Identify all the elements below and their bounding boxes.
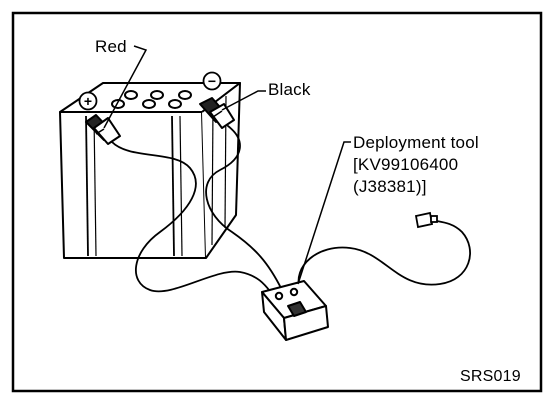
battery-rib <box>93 115 97 257</box>
label-black: Black <box>268 80 311 99</box>
cell-cap <box>124 90 138 100</box>
red-lead <box>111 141 275 297</box>
negative-symbol-ring <box>202 71 222 91</box>
leader-black <box>221 90 266 111</box>
cell-cap <box>168 99 182 109</box>
cell-cap <box>142 99 156 109</box>
negative-symbol: − <box>208 73 216 89</box>
battery <box>59 82 241 259</box>
cell-cap <box>150 90 164 100</box>
label-tool-name: Deployment tool <box>353 133 479 152</box>
black-clamp-body <box>209 103 235 129</box>
positive-symbol: + <box>84 93 92 109</box>
label-deployment-tool: Deployment tool [KV99106400 (J38381)] <box>353 132 479 198</box>
label-red: Red <box>95 37 127 56</box>
cable-plug <box>414 211 438 229</box>
tool-lamp <box>289 287 299 297</box>
plug-tip <box>430 215 438 223</box>
negative-terminal-symbol: − <box>202 71 222 91</box>
label-tool-part-number: [KV99106400 <box>353 155 459 174</box>
red-clamp-grip <box>95 128 105 135</box>
positive-symbol-ring <box>78 91 98 111</box>
plug-body <box>414 211 434 229</box>
tool-output-cable <box>297 219 471 291</box>
figure-frame <box>11 11 543 393</box>
battery-rib <box>85 115 89 257</box>
black-clamp <box>199 97 235 129</box>
figure-code: SRS019 <box>460 368 521 385</box>
battery-rib <box>179 115 183 257</box>
red-clamp <box>85 114 121 145</box>
red-clamp-body <box>93 117 121 145</box>
battery-rib <box>171 115 175 257</box>
cell-cap <box>178 90 192 100</box>
black-clamp-grip <box>212 110 223 118</box>
leader-red <box>103 45 148 129</box>
deployment-tool <box>261 280 329 341</box>
positive-terminal-symbol: + <box>78 91 98 111</box>
leader-lines <box>103 45 351 285</box>
tool-lamp <box>274 291 284 301</box>
tool-front <box>283 305 329 341</box>
tool-button <box>287 301 307 317</box>
label-tool-alt-number: (J38381)] <box>353 177 427 196</box>
cables <box>111 125 471 297</box>
black-lead <box>205 125 283 291</box>
battery-front <box>59 111 207 259</box>
leader-tool <box>297 141 351 285</box>
